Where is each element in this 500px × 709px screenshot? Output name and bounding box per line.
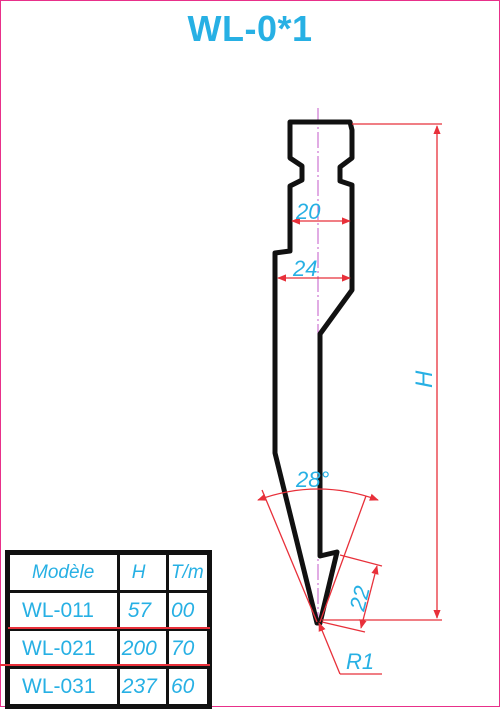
spec-table: Modèle H T/m WL-011 57 00 WL-021 200 70 … xyxy=(5,550,212,709)
radius-label: R1 xyxy=(346,649,374,674)
tool-outline xyxy=(272,119,355,626)
row-tm: 70 xyxy=(165,628,212,669)
height-dimension: H xyxy=(322,123,442,621)
row-h: 57 xyxy=(116,590,169,631)
angle-dimension: 28° xyxy=(257,467,379,623)
table-guide-line xyxy=(8,627,210,629)
drawing-title: WL-0*1 xyxy=(187,8,313,49)
row-h: 237 xyxy=(116,666,169,708)
table-row: WL-031 237 60 xyxy=(6,666,212,708)
row-tm: 60 xyxy=(165,666,212,708)
row-tm: 00 xyxy=(165,590,212,631)
width-24-dimension: 24 xyxy=(277,256,351,282)
table-row: WL-011 57 00 xyxy=(6,590,212,631)
tip-height-dimension: 22 xyxy=(321,554,383,633)
radius-dimension: R1 xyxy=(318,622,382,675)
width-20-dimension: 20 xyxy=(291,199,351,225)
width-20-label: 20 xyxy=(295,199,321,224)
header-model: Modèle xyxy=(6,551,120,593)
table-guide-line xyxy=(0,664,210,666)
table-row: WL-021 200 70 xyxy=(6,628,212,669)
width-24-label: 24 xyxy=(292,256,317,281)
tip-height-label: 22 xyxy=(344,583,374,614)
angle-label: 28° xyxy=(295,467,329,492)
header-h: H xyxy=(116,551,169,593)
header-tm: T/m xyxy=(165,551,212,593)
height-label: H xyxy=(411,370,438,388)
row-model: WL-011 xyxy=(6,590,120,631)
row-model: WL-031 xyxy=(6,666,120,708)
spec-table-header: Modèle H T/m xyxy=(6,551,212,593)
row-h: 200 xyxy=(116,628,169,669)
row-model: WL-021 xyxy=(6,628,120,669)
